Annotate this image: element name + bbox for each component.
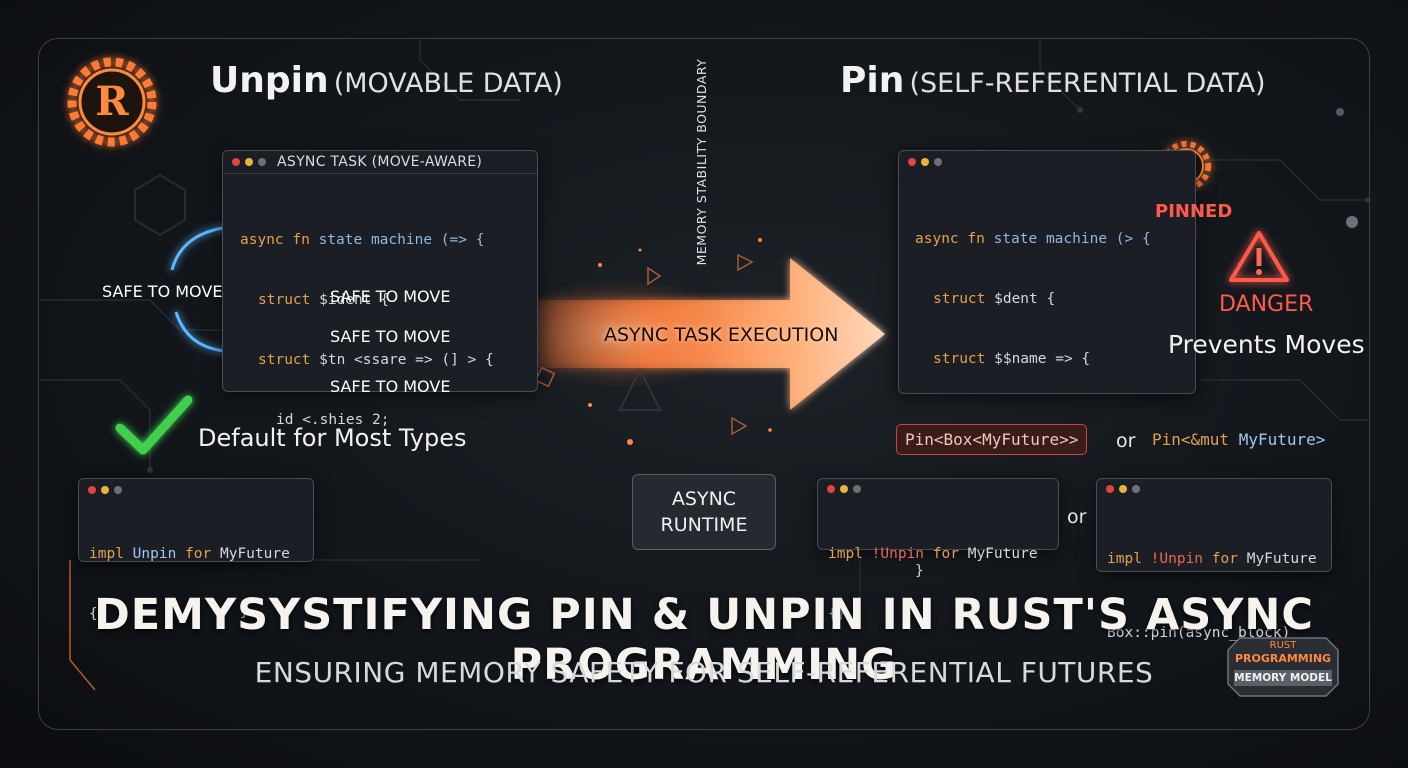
check-icon <box>115 395 193 455</box>
maximize-dot[interactable] <box>853 485 861 493</box>
maximize-dot[interactable] <box>258 158 266 166</box>
badge-line-3: MEMORY MODEL <box>1234 672 1332 684</box>
outer-frame <box>38 38 1370 730</box>
code-line: async fn state machine (> { <box>915 231 1151 247</box>
async-runtime-box: ASYNC RUNTIME <box>632 474 776 550</box>
maximize-dot[interactable] <box>1132 485 1140 493</box>
pin-title: Pin <box>840 60 905 101</box>
minimize-dot[interactable] <box>840 485 848 493</box>
pin-subtitle: (SELF-REFERENTIAL DATA) <box>909 68 1266 99</box>
pinned-label: PINNED <box>1155 201 1233 222</box>
pin-heading: Pin (SELF-REFERENTIAL DATA) <box>840 60 1266 101</box>
particles <box>534 253 754 436</box>
unpin-title: Unpin <box>210 60 329 101</box>
window-titlebar <box>818 479 1058 499</box>
code-line: } <box>240 604 249 620</box>
close-dot[interactable] <box>88 486 96 494</box>
execution-arrow <box>500 258 885 410</box>
close-dot[interactable] <box>232 158 240 166</box>
danger-label: DANGER <box>1219 292 1314 317</box>
corner-accent <box>69 560 96 691</box>
window-titlebar <box>1097 479 1331 499</box>
minimize-dot[interactable] <box>921 158 929 166</box>
main-subtitle: ENSURING MEMORY SAFETY FOR SELF-REFERENT… <box>254 656 1154 689</box>
window-titlebar <box>899 151 1195 173</box>
impl-or-label: or <box>1067 506 1087 528</box>
runtime-line-2: RUNTIME <box>660 514 748 536</box>
badge-line-2: PROGRAMMING <box>1234 652 1332 665</box>
code-line: struct $dent { <box>933 291 1056 307</box>
arrow-label-2: SAFE TO MOVE <box>330 327 451 346</box>
code-line: } <box>915 563 924 579</box>
pin-box-chip: Pin<Box<MyFuture>> <box>896 424 1088 455</box>
or-label: or <box>1116 430 1136 452</box>
async-task-window: ASYNC TASK (MOVE-AWARE) async fn state m… <box>222 150 538 620</box>
window-titlebar: ASYNC TASK (MOVE-AWARE) <box>223 151 537 174</box>
code-block: async fn state machine (> { struct $dent… <box>899 173 1195 621</box>
main-title: DEMYSYSTIFYING PIN & UNPIN IN RUST'S ASY… <box>94 590 1314 690</box>
impl-code: impl !Unpin for MyFuture {} <box>828 546 1038 622</box>
impl-code: impl !Unpin for MyFuture Box::pin(async_… <box>1107 551 1317 641</box>
default-text: Default for Most Types <box>198 424 467 452</box>
window-titlebar <box>79 479 313 501</box>
pinned-task-window: async fn state machine (> { struct $dent… <box>898 150 1196 579</box>
unpin-subtitle: (MOVABLE DATA) <box>333 68 563 99</box>
prevents-moves-label: Prevents Moves <box>1168 330 1365 359</box>
hex-decoration <box>134 173 186 237</box>
safe-to-move-label: SAFE TO MOVE <box>102 282 223 301</box>
close-dot[interactable] <box>1106 485 1114 493</box>
pin-mut-chip: Pin<&mut MyFuture> <box>1152 430 1326 449</box>
code-line: id <.shies 2; <box>276 412 390 428</box>
code-line: struct $$name => { <box>933 351 1091 367</box>
memory-model-badge: RUST PROGRAMMING MEMORY MODEL <box>1226 636 1340 698</box>
close-dot[interactable] <box>827 485 835 493</box>
minimize-dot[interactable] <box>101 486 109 494</box>
sparks <box>588 238 772 445</box>
impl-code: impl Unpin for MyFuture {} <box>89 546 290 622</box>
unpin-heading: Unpin (MOVABLE DATA) <box>210 60 563 101</box>
arrow-label-1: SAFE TO MOVE <box>330 287 451 306</box>
minimize-dot[interactable] <box>245 158 253 166</box>
minimize-dot[interactable] <box>1119 485 1127 493</box>
code-block: async fn state machine (=> { struct $ide… <box>223 174 537 662</box>
arrow-label-3: SAFE TO MOVE <box>330 377 451 396</box>
rust-logo-icon <box>67 57 157 147</box>
impl-box-pin-window: impl !Unpin for MyFuture Box::pin(async_… <box>1096 478 1332 641</box>
close-dot[interactable] <box>908 158 916 166</box>
impl-unpin-window: impl Unpin for MyFuture {} <box>78 478 314 622</box>
code-line: struct $tn <ssare => (] > { <box>258 352 494 368</box>
warning-icon <box>1229 231 1289 282</box>
code-line: async fn state machine (=> { <box>240 232 485 248</box>
execution-label: ASYNC TASK EXECUTION <box>604 324 839 346</box>
boundary-label: MEMORY STABILITY BOUNDARY <box>694 58 709 266</box>
rust-logo-letter: R <box>95 78 129 125</box>
impl-notunpin-window: impl !Unpin for MyFuture {} <box>817 478 1059 622</box>
window-title: ASYNC TASK (MOVE-AWARE) <box>277 154 483 170</box>
code-line: struct $ident { <box>258 292 389 308</box>
runtime-line-1: ASYNC <box>671 488 737 510</box>
maximize-dot[interactable] <box>934 158 942 166</box>
badge-line-1: RUST <box>1269 640 1297 651</box>
maximize-dot[interactable] <box>114 486 122 494</box>
